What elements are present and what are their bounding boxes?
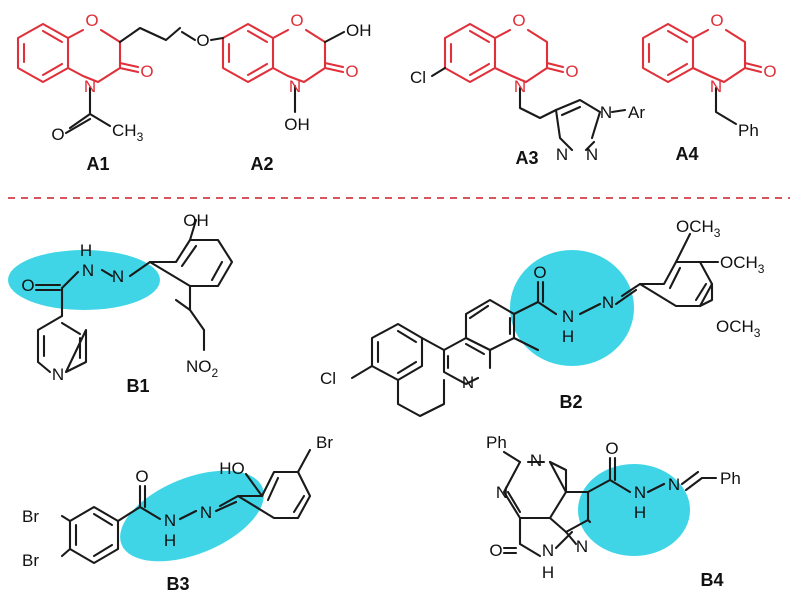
b1-atom-oh: OH — [183, 211, 209, 230]
b1-atom-no2: NO2 — [186, 357, 219, 380]
a2-substituent-bonds — [180, 30, 346, 114]
a3-atom-cl: Cl — [410, 68, 426, 87]
a1-scaffold-bonds — [16, 22, 140, 84]
b4-atom-ph1: Ph — [486, 433, 507, 452]
b3-atom-br2: Br — [22, 551, 39, 570]
a2-scaffold-bonds — [221, 22, 345, 84]
b1-bonds — [34, 218, 234, 374]
b1-label: B1 — [126, 376, 149, 396]
b3-atom-br1: Br — [22, 507, 39, 526]
b4-atom-nh-h: H — [542, 563, 554, 582]
b4-hydrazone-highlight — [578, 464, 690, 556]
b3-atom-ho: HO — [219, 459, 245, 478]
b4-atom-n2: N — [496, 483, 508, 502]
b2-atom-och3-c: OCH3 — [716, 317, 761, 340]
b2-atom-cl: Cl — [320, 369, 336, 388]
a2-atom-o-methoxy: O — [196, 31, 209, 50]
b1-atom-h: H — [80, 241, 92, 260]
b3-atom-h: H — [164, 531, 176, 550]
b2-atom-n-pyridine: N — [462, 373, 474, 392]
b1-hydrazone-highlight — [8, 250, 160, 310]
a4-atom-ph: Ph — [738, 121, 759, 140]
b4-atom-n3: N — [576, 537, 588, 556]
b3-label: B3 — [166, 574, 189, 594]
a1-atom-ch3: CH3 — [112, 121, 144, 144]
b1-atom-o: O — [21, 276, 34, 295]
a1-atom-n: N — [84, 77, 96, 96]
a2-label: A2 — [250, 154, 273, 174]
b3-atom-o: O — [135, 467, 148, 486]
a4-scaffold-bonds — [641, 22, 763, 84]
a2-atom-oh: OH — [346, 21, 372, 40]
a4-atom-n: N — [710, 77, 722, 96]
a3-substituent-bonds — [430, 66, 627, 152]
b3-atom-n2: N — [200, 503, 212, 522]
b3-bonds — [60, 448, 312, 565]
a4-label: A4 — [675, 144, 698, 164]
compound-b3: Br Br O N H N HO Br B3 — [22, 433, 333, 594]
b3-atom-br3: Br — [316, 433, 333, 452]
a3-atom-o-carbonyl: O — [565, 62, 578, 81]
a1-atom-o-carbonyl: O — [140, 62, 153, 81]
b4-atom-ph2: Ph — [720, 469, 741, 488]
b4-bonds — [502, 450, 718, 558]
a1-label: A1 — [86, 154, 109, 174]
a3-atom-n2: N — [556, 145, 568, 164]
a2-atom-n: N — [289, 77, 301, 96]
a2-atom-n-oh: OH — [284, 115, 310, 134]
b4-atom-n5: N — [668, 475, 680, 494]
b4-atom-nh: N — [542, 541, 554, 560]
b4-atom-n1: N — [530, 451, 542, 470]
b2-atom-o: O — [533, 263, 546, 282]
b1-atom-n2: N — [112, 267, 124, 286]
b2-atom-h: H — [562, 327, 574, 346]
a2-atom-o-carbonyl: O — [345, 62, 358, 81]
a3-atom-o: O — [512, 11, 525, 30]
b1-atom-n-pyridine: N — [52, 365, 64, 384]
b2-label: B2 — [559, 392, 582, 412]
b4-atom-n4: N — [634, 483, 646, 502]
a4-atom-o-carbonyl: O — [763, 62, 776, 81]
b4-atom-o2: O — [605, 439, 618, 458]
b1-atom-n1: N — [82, 261, 94, 280]
compound-a2: O O OH N O OH A2 — [180, 11, 372, 174]
a3-scaffold-bonds — [443, 22, 565, 84]
compound-a4: O N O Ph A4 — [641, 11, 777, 164]
a1-atom-o: O — [85, 11, 98, 30]
b2-atom-och3-b: OCH3 — [720, 253, 765, 276]
compound-b1: O H N N OH N NO2 B1 — [8, 211, 234, 396]
b2-bonds — [350, 232, 720, 418]
compound-b2: Cl N O N H N OCH3 OCH3 OCH3 B2 — [320, 217, 765, 418]
b4-atom-h2: H — [634, 503, 646, 522]
compound-a1: O N O O CH3 A1 — [16, 11, 182, 174]
a3-label: A3 — [515, 148, 538, 168]
compound-b4: Ph N N O N H N O N H N Ph B4 — [486, 433, 741, 590]
a1-substituent-bonds — [64, 26, 182, 135]
a3-atom-n: N — [514, 77, 526, 96]
b2-atom-n1: N — [562, 307, 574, 326]
b2-hydrazone-highlight — [510, 250, 634, 366]
a4-substituent-bonds — [714, 86, 738, 126]
b3-hydrazone-highlight — [120, 470, 264, 562]
b2-atom-och3-a: OCH3 — [676, 217, 721, 240]
a2-atom-o: O — [290, 11, 303, 30]
a1-atom-o-acetyl: O — [51, 125, 64, 144]
a3-atom-n3: N — [586, 145, 598, 164]
compound-a3: Cl O N O N Ar N N A3 — [410, 11, 645, 168]
a3-atom-n1: N — [600, 103, 612, 122]
b4-atom-o: O — [489, 541, 502, 560]
b2-atom-n2: N — [602, 293, 614, 312]
b3-atom-n1: N — [164, 511, 176, 530]
a3-atom-ar: Ar — [628, 103, 645, 122]
b4-label: B4 — [700, 570, 723, 590]
a4-atom-o: O — [710, 11, 723, 30]
